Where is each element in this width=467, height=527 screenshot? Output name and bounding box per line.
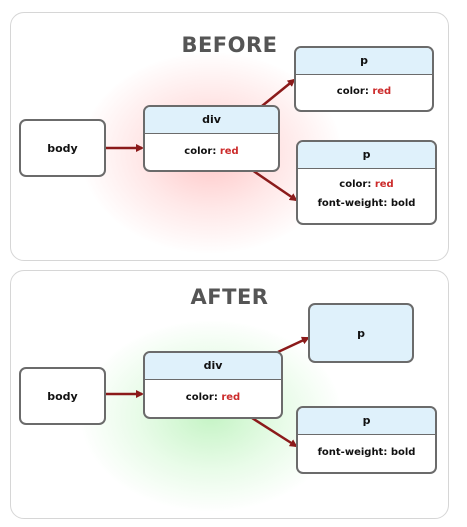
p-node-title: p [298, 142, 435, 169]
body-node-after: body [19, 367, 106, 425]
before-heading: BEFORE [181, 33, 278, 57]
body-node-before: body [19, 119, 106, 177]
body-node-label: body [47, 141, 78, 155]
p-node-top-before: p color: red [294, 46, 434, 112]
p-node-props: font-weight: bold [317, 447, 416, 458]
p-node-bottom-after: p font-weight: bold [296, 406, 437, 474]
body-node-label: body [47, 389, 78, 403]
p-node-props: color: red font-weight: bold [317, 179, 416, 209]
div-node-props: color: red [185, 392, 241, 403]
div-node-title: div [145, 107, 278, 134]
after-heading: AFTER [190, 285, 269, 309]
div-node-after: div color: red [143, 351, 283, 419]
p-node-title: p [298, 408, 435, 435]
p-node-props: color: red [336, 86, 392, 97]
div-node-title: div [145, 353, 281, 380]
div-node-before: div color: red [143, 105, 280, 172]
p-node-title: p [296, 48, 432, 75]
p-node-bottom-before: p color: red font-weight: bold [296, 140, 437, 225]
div-node-props: color: red [184, 146, 239, 157]
p-node-title: p [357, 326, 365, 340]
p-node-top-after: p [308, 303, 414, 363]
